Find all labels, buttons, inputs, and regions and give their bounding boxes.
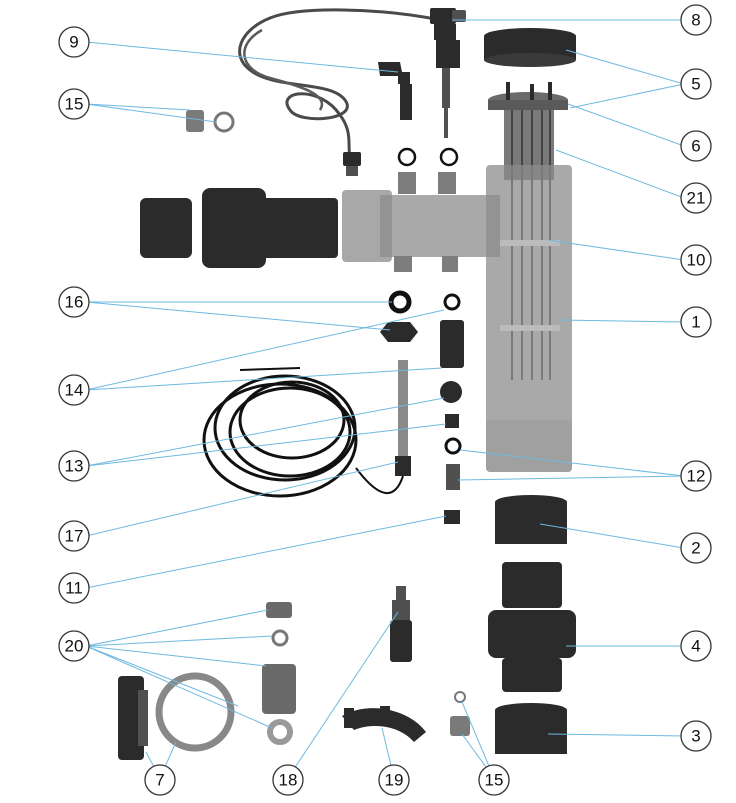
part-cap	[484, 28, 576, 67]
callout-label-10: 10	[687, 251, 706, 270]
part-cell-body	[486, 165, 572, 472]
callout-label-6: 6	[691, 137, 700, 156]
callout-18: 18	[272, 764, 304, 796]
callout-20: 20	[58, 630, 90, 662]
part-clamp	[342, 706, 426, 742]
callout-label-17: 17	[65, 527, 84, 546]
callout-5: 5	[680, 68, 712, 100]
part-sensor	[430, 8, 466, 138]
part-coupling-lower	[495, 703, 567, 754]
callout-1: 1	[680, 306, 712, 338]
callout-label-21: 21	[687, 189, 706, 208]
callout-4: 4	[680, 630, 712, 662]
callout-8: 8	[680, 4, 712, 36]
callout-7: 7	[144, 764, 176, 796]
callout-label-20: 20	[65, 637, 84, 656]
part-flow-switch-and-hose	[202, 360, 411, 498]
part-adapter-set	[262, 602, 296, 745]
callout-16: 16	[58, 286, 90, 318]
callout-label-11: 11	[65, 579, 83, 598]
callout-6: 6	[680, 130, 712, 162]
callout-label-1: 1	[691, 313, 700, 332]
callout-15-top: 15	[58, 88, 90, 120]
callout-12: 12	[680, 460, 712, 492]
part-tee-body	[342, 172, 500, 272]
callout-21: 21	[680, 182, 712, 214]
part-coupling-upper	[495, 495, 567, 544]
callout-label-5: 5	[691, 75, 700, 94]
callout-label-18: 18	[279, 771, 298, 790]
part-nut-and-ring-bottom	[450, 691, 470, 736]
callout-label-7: 7	[155, 771, 164, 790]
callout-label-13: 13	[65, 457, 84, 476]
callouts: 9 15 16 14 13 17 11 20	[58, 4, 712, 796]
callout-2: 2	[680, 532, 712, 564]
callout-label-3: 3	[691, 727, 700, 746]
part-flange-and-gasket	[118, 672, 235, 760]
callout-9: 9	[58, 26, 90, 58]
part-left-union	[140, 188, 338, 268]
callout-3: 3	[680, 720, 712, 752]
callout-label-16: 16	[65, 293, 84, 312]
callout-label-4: 4	[691, 637, 700, 656]
part-electrode-flange	[488, 82, 568, 110]
callout-label-8: 8	[691, 11, 700, 30]
part-union-lower	[488, 562, 576, 692]
part-probe	[390, 586, 412, 662]
callout-14: 14	[58, 374, 90, 406]
callout-label-14: 14	[65, 381, 84, 400]
part-o-rings-top	[397, 147, 459, 167]
callout-11: 11	[58, 572, 90, 604]
parts-illustration	[118, 8, 576, 760]
callout-label-2: 2	[691, 539, 700, 558]
callout-label-12: 12	[687, 467, 706, 486]
callout-17: 17	[58, 520, 90, 552]
part-cable-with-connector	[238, 8, 441, 176]
leader-lines	[85, 19, 685, 779]
callout-label-9: 9	[69, 33, 78, 52]
callout-label-19: 19	[385, 771, 404, 790]
callout-label-15-top: 15	[65, 95, 84, 114]
callout-13: 13	[58, 450, 90, 482]
callout-10: 10	[680, 244, 712, 276]
part-small-fittings	[380, 290, 464, 524]
callout-label-15-bottom: 15	[485, 771, 504, 790]
callout-19: 19	[378, 764, 410, 796]
callout-15-bottom: 15	[478, 764, 510, 796]
